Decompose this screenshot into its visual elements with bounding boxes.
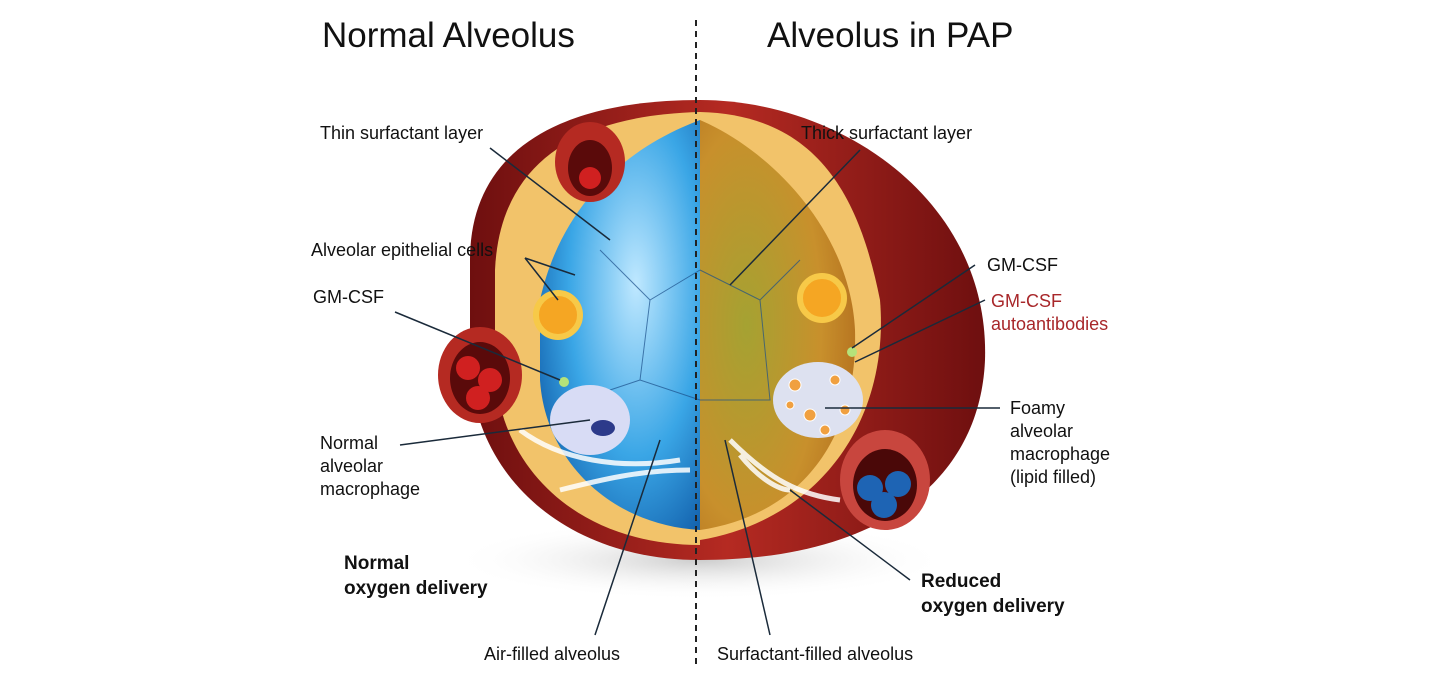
- title-normal-alveolus: Normal Alveolus: [322, 16, 575, 55]
- label-foamy-macrophage: Foamy alveolar macrophage (lipid filled): [1010, 397, 1110, 489]
- label-epithelial-cells: Alveolar epithelial cells: [311, 240, 494, 260]
- leader-lines: [394, 147, 1000, 636]
- label-line: macrophage: [320, 479, 421, 499]
- label-air-filled: Air-filled alveolus: [484, 644, 621, 664]
- label-line: oxygen delivery: [921, 596, 1065, 617]
- label-line: Foamy: [1010, 398, 1066, 418]
- label-line: alveolar: [320, 456, 384, 476]
- label-thin-surfactant: Thin surfactant layer: [320, 123, 484, 143]
- gm-csf-molecule: [559, 377, 569, 387]
- foamy-macrophage: [773, 362, 863, 438]
- label-surfactant-filled: Surfactant-filled alveolus: [717, 644, 914, 664]
- label-gm-csf-right: GM-CSF: [987, 255, 1058, 275]
- title-alveolus-in-pap: Alveolus in PAP: [767, 16, 1014, 55]
- label-normal-macrophage: Normal alveolar macrophage: [320, 432, 420, 501]
- oxygen-arrows: [518, 427, 841, 503]
- vessel-right: [840, 430, 930, 530]
- label-line: GM-CSF: [991, 291, 1062, 311]
- lipid-droplets: [785, 374, 851, 436]
- label-line: Normal: [320, 433, 379, 453]
- macrophage-nucleus: [591, 420, 615, 436]
- vessel-top-left: [555, 122, 625, 202]
- label-reduced-oxygen: Reduced oxygen delivery: [921, 569, 1065, 619]
- label-line: macrophage: [1010, 444, 1111, 464]
- label-line: alveolar: [1010, 421, 1074, 441]
- label-line: Normal: [344, 553, 410, 574]
- epithelial-cell-right: [797, 273, 847, 323]
- label-autoantibodies: GM-CSF autoantibodies: [991, 290, 1108, 336]
- epithelial-cell-left: [533, 290, 583, 340]
- label-line: oxygen delivery: [344, 578, 488, 599]
- label-line: Reduced: [921, 571, 1002, 592]
- label-line: autoantibodies: [991, 314, 1109, 334]
- vessel-left: [438, 327, 522, 423]
- label-normal-oxygen: Normal oxygen delivery: [344, 551, 488, 601]
- gm-csf-molecule-pap: [847, 347, 857, 357]
- label-thick-surfactant: Thick surfactant layer: [801, 123, 973, 143]
- label-gm-csf-left: GM-CSF: [313, 287, 384, 307]
- label-line: (lipid filled): [1010, 467, 1097, 487]
